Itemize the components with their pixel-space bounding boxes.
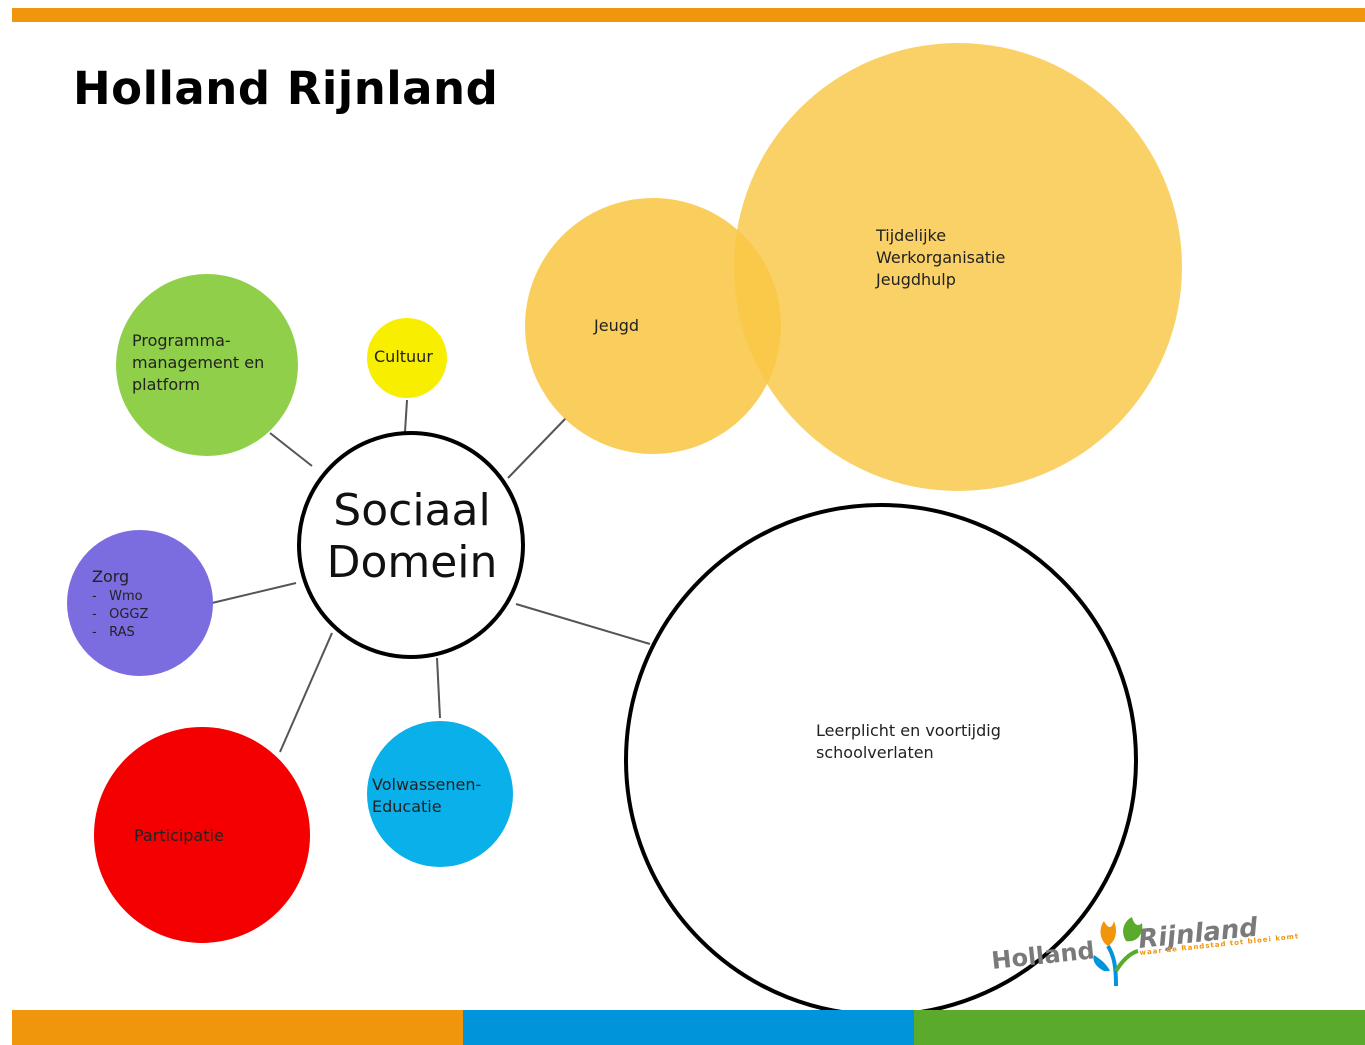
label-volwassenen: Volwassenen- Educatie [372,775,482,816]
connector-zorg [211,582,297,604]
node-participatie [94,727,310,943]
bottom-bar-blue [463,1010,914,1045]
bottom-color-bar [12,1010,1365,1045]
label-programma: Programma- management en platform [132,331,265,394]
connector-jeugd [507,417,567,479]
label-twj: Tijdelijke Werkorganisatie Jeugdhulp [876,226,1006,289]
logo-text-holland: Holland [990,936,1096,975]
label-zorg: Zorg [92,567,130,586]
connector-cultuur [404,399,408,433]
zorg-item: - Wmo [92,589,143,604]
zorg-item: - RAS [92,625,135,640]
node-volwassenen [367,721,513,867]
connector-leerplicht [515,603,651,645]
label-participatie: Participatie [134,826,224,845]
node-cultuur [367,318,447,398]
center-label: Sociaal Domein [326,485,498,588]
node-twj [734,43,1182,491]
tulip-icon [1093,917,1143,987]
connector-volwassenen [436,657,441,719]
label-jeugd: Jeugd [594,316,640,335]
holland-rijnland-logo: Holland Rijnland waar de Randstad tot bl… [988,905,1365,1005]
zorg-item-label: Wmo [109,589,143,604]
label-cultuur: Cultuur [374,347,433,366]
connector-participatie [279,632,333,753]
page-title: Holland Rijnland [73,62,499,115]
zorg-item-label: RAS [109,625,135,640]
node-programma [116,274,298,456]
top-orange-bar [12,8,1365,22]
label-leerplicht: Leerplicht en voortijdig schoolverlaten [816,721,1001,762]
node-jeugd [525,198,781,454]
zorg-item: - OGGZ [92,607,149,622]
zorg-item-label: OGGZ [109,607,149,622]
bottom-bar-orange [12,1010,463,1045]
node-zorg [67,530,213,676]
node-center [297,431,525,659]
connector-programma [269,432,313,467]
label-zorg-group: Zorg - Wmo - OGGZ - RAS [92,566,148,642]
connectors [211,399,651,753]
bottom-bar-green [914,1010,1365,1045]
